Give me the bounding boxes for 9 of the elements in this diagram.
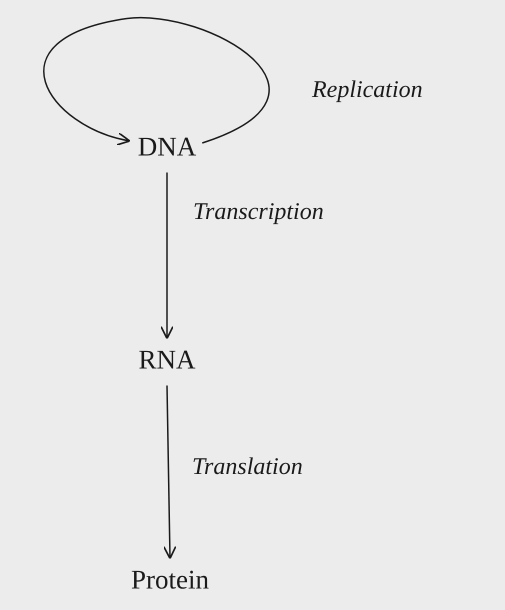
loop-arrow [43, 17, 270, 145]
molecule-label: Protein [131, 566, 209, 594]
arrow [160, 172, 174, 340]
arrow [162, 385, 177, 560]
edge-label: Translation [192, 455, 303, 479]
molecule-label: RNA [138, 346, 196, 374]
edge-label: Transcription [193, 200, 324, 224]
edge-label: Replication [312, 78, 423, 102]
molecule-label: DNA [138, 134, 196, 160]
